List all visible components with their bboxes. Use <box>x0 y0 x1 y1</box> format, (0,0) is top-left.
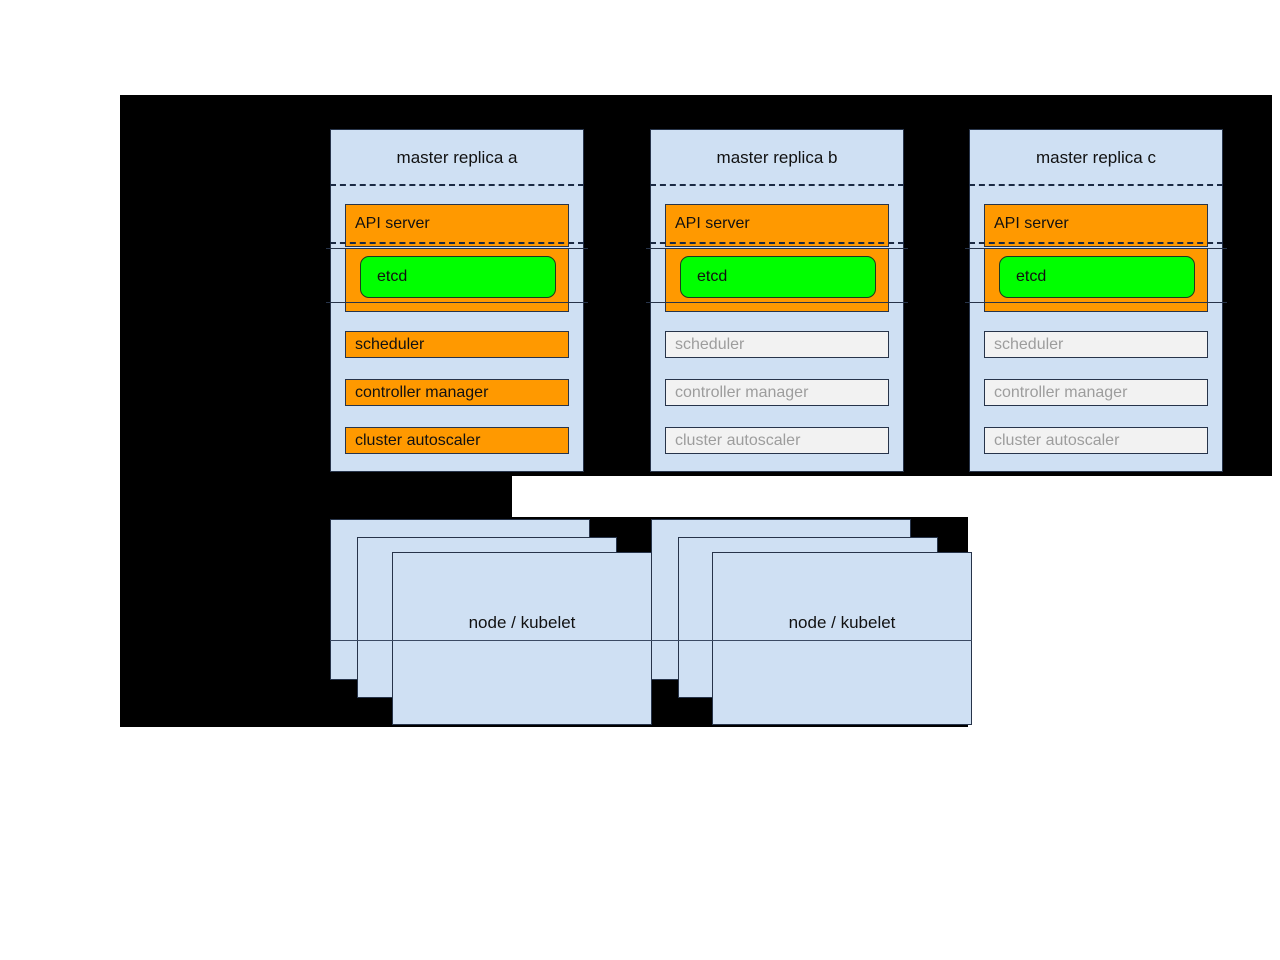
backdrop-notch-left <box>120 476 512 517</box>
replica-a-etcd[interactable]: etcd <box>360 256 556 298</box>
replica-c-api-server-label: API server <box>994 215 1069 232</box>
replica-a-api-server-label: API server <box>355 215 430 232</box>
master-replica-a-title: master replica a <box>396 148 518 167</box>
replica-c-scheduler-label: scheduler <box>994 335 1064 353</box>
replica-a-scheduler[interactable]: scheduler <box>345 331 569 358</box>
replica-a-etcd-underline <box>326 302 588 303</box>
replica-b-api-separator <box>650 242 904 244</box>
replica-c-scheduler[interactable]: scheduler <box>984 331 1208 358</box>
replica-c-api-separator <box>969 242 1223 244</box>
replica-a-scheduler-label: scheduler <box>355 335 425 353</box>
replica-b-scheduler-label: scheduler <box>675 335 745 353</box>
replica-a-controller-manager[interactable]: controller manager <box>345 379 569 406</box>
replica-c-cluster-autoscaler-label: cluster autoscaler <box>994 431 1120 449</box>
replica-c-controller-manager-label: controller manager <box>994 383 1128 401</box>
replica-a-cluster-autoscaler-label: cluster autoscaler <box>355 431 481 449</box>
replica-b-api-server-label: API server <box>675 215 750 232</box>
replica-a-api-separator <box>330 242 584 244</box>
replica-c-etcd-label: etcd <box>1016 268 1047 285</box>
replica-c-cluster-autoscaler[interactable]: cluster autoscaler <box>984 427 1208 454</box>
replica-b-controller-manager-label: controller manager <box>675 383 809 401</box>
node-group-1-label: node / kubelet <box>468 613 576 632</box>
node-group-1[interactable]: node / kubelet <box>392 552 652 725</box>
replica-c-api-server[interactable]: API server <box>984 204 1208 247</box>
replica-b-controller-manager[interactable]: controller manager <box>665 379 889 406</box>
replica-a-api-server[interactable]: API server <box>345 204 569 247</box>
replica-b-api-server[interactable]: API server <box>665 204 889 247</box>
replica-b-scheduler[interactable]: scheduler <box>665 331 889 358</box>
replica-c-title-separator <box>969 184 1223 186</box>
node-group-2-label: node / kubelet <box>788 613 896 632</box>
replica-b-cluster-autoscaler-label: cluster autoscaler <box>675 431 801 449</box>
master-replica-c-title: master replica c <box>1036 148 1156 167</box>
node-group-1-divider <box>330 640 652 641</box>
replica-c-etcd[interactable]: etcd <box>999 256 1195 298</box>
node-group-2[interactable]: node / kubelet <box>712 552 972 725</box>
replica-b-title-separator <box>650 184 904 186</box>
node-group-2-divider <box>651 640 972 641</box>
replica-a-title-separator <box>330 184 584 186</box>
replica-a-cluster-autoscaler[interactable]: cluster autoscaler <box>345 427 569 454</box>
replica-c-etcd-underline <box>965 302 1227 303</box>
master-replica-b-title: master replica b <box>716 148 838 167</box>
replica-b-etcd-label: etcd <box>697 268 728 285</box>
replica-b-cluster-autoscaler[interactable]: cluster autoscaler <box>665 427 889 454</box>
replica-b-etcd-underline <box>646 302 908 303</box>
replica-a-controller-manager-label: controller manager <box>355 383 489 401</box>
replica-c-controller-manager[interactable]: controller manager <box>984 379 1208 406</box>
replica-a-etcd-label: etcd <box>377 268 408 285</box>
replica-b-etcd[interactable]: etcd <box>680 256 876 298</box>
